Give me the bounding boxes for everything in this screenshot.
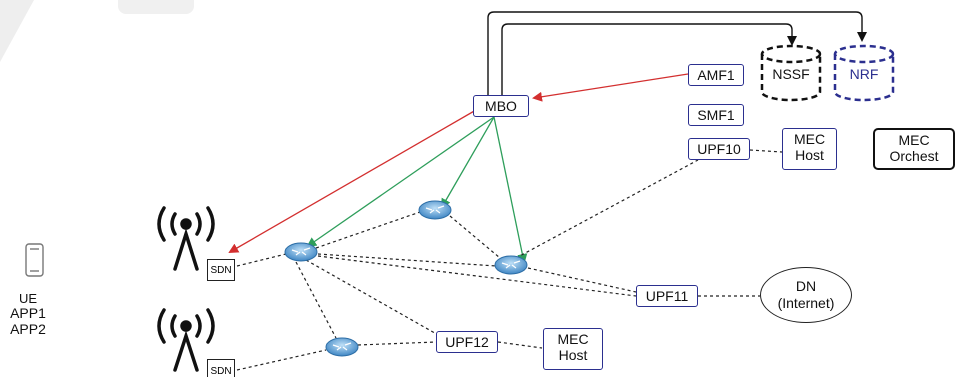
mbo-to-router-c-arrow <box>493 116 528 264</box>
mbo-to-router-a-arrow <box>306 116 495 248</box>
mec-host-top-line1: MEC <box>793 131 826 147</box>
nrf-label: NRF <box>849 66 879 82</box>
sdn-top-box: SDN <box>207 259 235 281</box>
mec-host-bottom-node: MEC Host <box>543 328 603 370</box>
nrf-cylinder <box>833 44 895 102</box>
link-upf12-mec-host <box>497 341 543 349</box>
upf12-node: UPF12 <box>436 331 498 353</box>
mec-host-top-line2: Host <box>795 147 824 163</box>
ue-app1: APP1 <box>10 305 46 321</box>
nssf-label: NSSF <box>772 66 810 82</box>
link-router-a-upf12 <box>305 259 441 337</box>
router-a <box>284 242 318 262</box>
mec-host-bottom-line1: MEC <box>557 331 589 347</box>
phone-icon <box>25 243 44 277</box>
link-router-d-upf12 <box>357 341 437 346</box>
link-router-a-router-c <box>317 253 497 267</box>
mbo-node: MBO <box>473 95 529 117</box>
mec-host-bottom-line2: Host <box>558 347 588 363</box>
router-d <box>325 337 359 357</box>
amf1-node: AMF1 <box>688 64 744 86</box>
upf11-node: UPF11 <box>636 285 698 307</box>
link-upf10-mec-host <box>749 149 783 153</box>
link-sdn-bottom-router-d <box>236 349 327 371</box>
mec-orchestrator-line2: Orchest <box>889 148 939 164</box>
antenna-bottom-icon <box>157 308 215 372</box>
dn-line2: (Internet) <box>777 295 835 311</box>
link-router-a-router-d <box>295 261 337 339</box>
link-router-a-upf11 <box>317 255 637 297</box>
smf1-node: SMF1 <box>688 104 744 126</box>
link-sdn-top-router-a <box>236 253 287 267</box>
mec-orchestrator-line1: MEC <box>898 132 930 148</box>
link-router-a-router-b <box>315 211 421 249</box>
dn-line1: DN <box>795 278 817 294</box>
ue-app2: APP2 <box>10 321 46 337</box>
dn-internet-node: DN (Internet) <box>760 267 852 323</box>
ue-label: UE <box>18 291 38 306</box>
mec-host-top-node: MEC Host <box>782 128 837 170</box>
link-router-c-upf11 <box>527 267 637 293</box>
link-router-b-router-c <box>449 215 501 259</box>
top-decoration <box>118 0 194 14</box>
antenna-top-icon <box>157 206 215 271</box>
mbo-to-nrf-line <box>487 11 867 95</box>
sdn-bottom-box: SDN <box>207 359 235 377</box>
mbo-to-nssf-line <box>501 23 797 95</box>
upf10-node: UPF10 <box>688 138 750 160</box>
link-router-c-upf10 <box>515 159 699 259</box>
router-c <box>494 255 528 275</box>
nssf-cylinder <box>760 44 822 102</box>
router-b <box>418 200 452 220</box>
mec-orchestrator-node: MEC Orchest <box>873 128 955 170</box>
mbo-to-sdn-arrow <box>228 109 477 253</box>
mbo-to-router-b-arrow <box>440 116 495 209</box>
amf1-to-mbo-arrow <box>532 73 689 102</box>
